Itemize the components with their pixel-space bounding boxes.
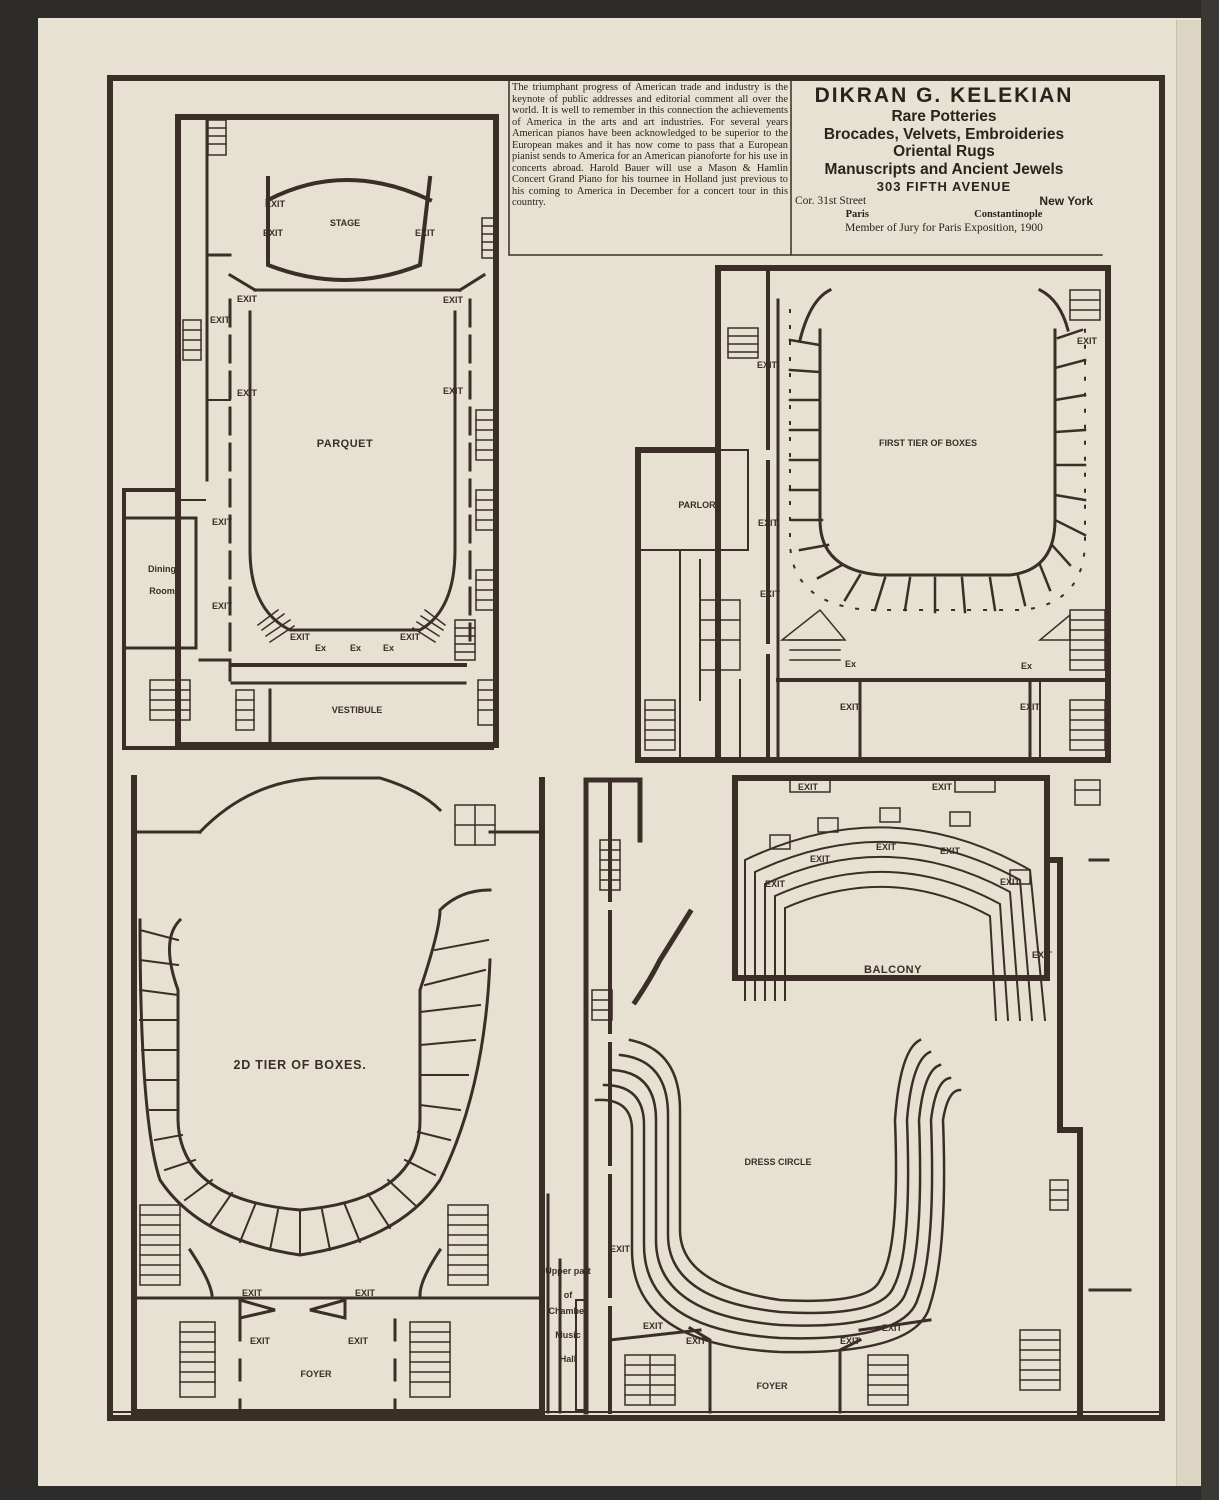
svg-text:Upper part: Upper part [545,1266,591,1276]
exit-label: EXIT [1020,702,1041,712]
exit-label: EXIT [876,842,897,852]
stage-label: STAGE [330,218,360,228]
room-label: Room [149,586,175,596]
chamber-music-hall-label: Upper part of Chamber Music Hall [545,1266,591,1364]
ad-street: Cor. 31st Street [795,195,867,207]
parquet-plan [122,114,499,750]
ad-address: 303 FIFTH AVENUE [876,179,1012,194]
page-spine [1176,20,1202,1486]
exit-label: EXIT [415,228,436,238]
exit-label: EXIT [443,295,464,305]
exit-label: EXIT [932,782,953,792]
exit-label: EXIT [237,388,258,398]
parquet-title: PARQUET [317,438,373,450]
ex-label: Ex [350,643,361,653]
exit-label: EXIT [1000,877,1021,887]
exit-label: EXIT [760,589,781,599]
parlor-label: PARLOR [678,500,716,510]
ad-street-row: Cor. 31st Street New York [793,194,1095,209]
exit-label: EXIT [798,782,819,792]
vestibule-label: VESTIBULE [332,705,383,715]
ad-name: DIKRAN G. KELEKIAN [814,84,1074,107]
exit-label: EXIT [610,1244,631,1254]
exit-label: EXIT [348,1336,369,1346]
exit-label: EXIT [758,518,779,528]
dining-label: Dining [148,564,176,574]
exit-label: EXIT [757,360,778,370]
svg-text:Music: Music [555,1330,581,1340]
program-page [38,18,1201,1486]
ad-line: Manuscripts and Ancient Jewels [824,160,1064,178]
exit-label: EXIT [643,1321,664,1331]
binding-edge [1201,0,1219,1500]
exit-label: EXIT [940,846,961,856]
ad-jury: Member of Jury for Paris Exposition, 190… [845,222,1043,234]
article-box [508,79,792,256]
ad-branches: Paris Constantinople [793,209,1095,222]
ad-branch: Constantinople [974,208,1043,220]
exit-label: EXIT [290,632,311,642]
ad-branch: Paris [845,208,869,220]
exit-label: EXIT [1032,950,1053,960]
exit-label: EXIT [686,1336,707,1346]
exit-label: EXIT [840,1336,861,1346]
exit-label: EXIT [840,702,861,712]
ex-label: Ex [315,643,326,653]
ad-line: Brocades, Velvets, Embroideries [823,125,1065,143]
balcony-plan [546,775,1132,1415]
svg-text:of: of [564,1290,573,1300]
first-tier-plan [635,265,1111,763]
exit-label: EXIT [237,294,258,304]
exit-label: EXIT [250,1336,271,1346]
article-paragraph: The triumphant progress of American trad… [512,82,788,208]
exit-label: EXIT [400,632,421,642]
page-border [107,75,1165,1421]
exit-label: EXIT [263,228,284,238]
ad-line: Oriental Rugs [893,143,995,160]
exit-label: EXIT [212,601,233,611]
exit-label: EXIT [882,1323,903,1333]
exit-label: EXIT [212,517,233,527]
svg-text:Hall: Hall [560,1354,577,1364]
ex-label: Ex [383,643,394,653]
second-tier-plan [131,775,545,1415]
foyer-label: FOYER [756,1381,788,1391]
exit-label: EXIT [265,199,286,209]
exit-label: EXIT [810,854,831,864]
exit-label: EXIT [1077,336,1098,346]
second-tier-title: 2D TIER OF BOXES. [233,1058,366,1072]
balcony-title: BALCONY [864,964,922,976]
ad-line: Rare Potteries [891,108,997,125]
dress-circle-title: DRESS CIRCLE [744,1157,811,1167]
exit-label: EXIT [765,879,786,889]
exit-label: EXIT [355,1288,376,1298]
exit-label: EXIT [210,315,231,325]
kelekian-advertisement: DIKRAN G. KELEKIAN Rare Potteries Brocad… [793,84,1095,252]
exit-label: EXIT [242,1288,263,1298]
ex-label: Ex [845,659,856,669]
foyer-label: FOYER [300,1369,332,1379]
first-tier-title: FIRST TIER OF BOXES [879,438,977,448]
svg-text:Chamber: Chamber [548,1306,588,1316]
ad-city: New York [1039,194,1093,208]
ex-label: Ex [1021,661,1032,671]
exit-label: EXIT [443,386,464,396]
